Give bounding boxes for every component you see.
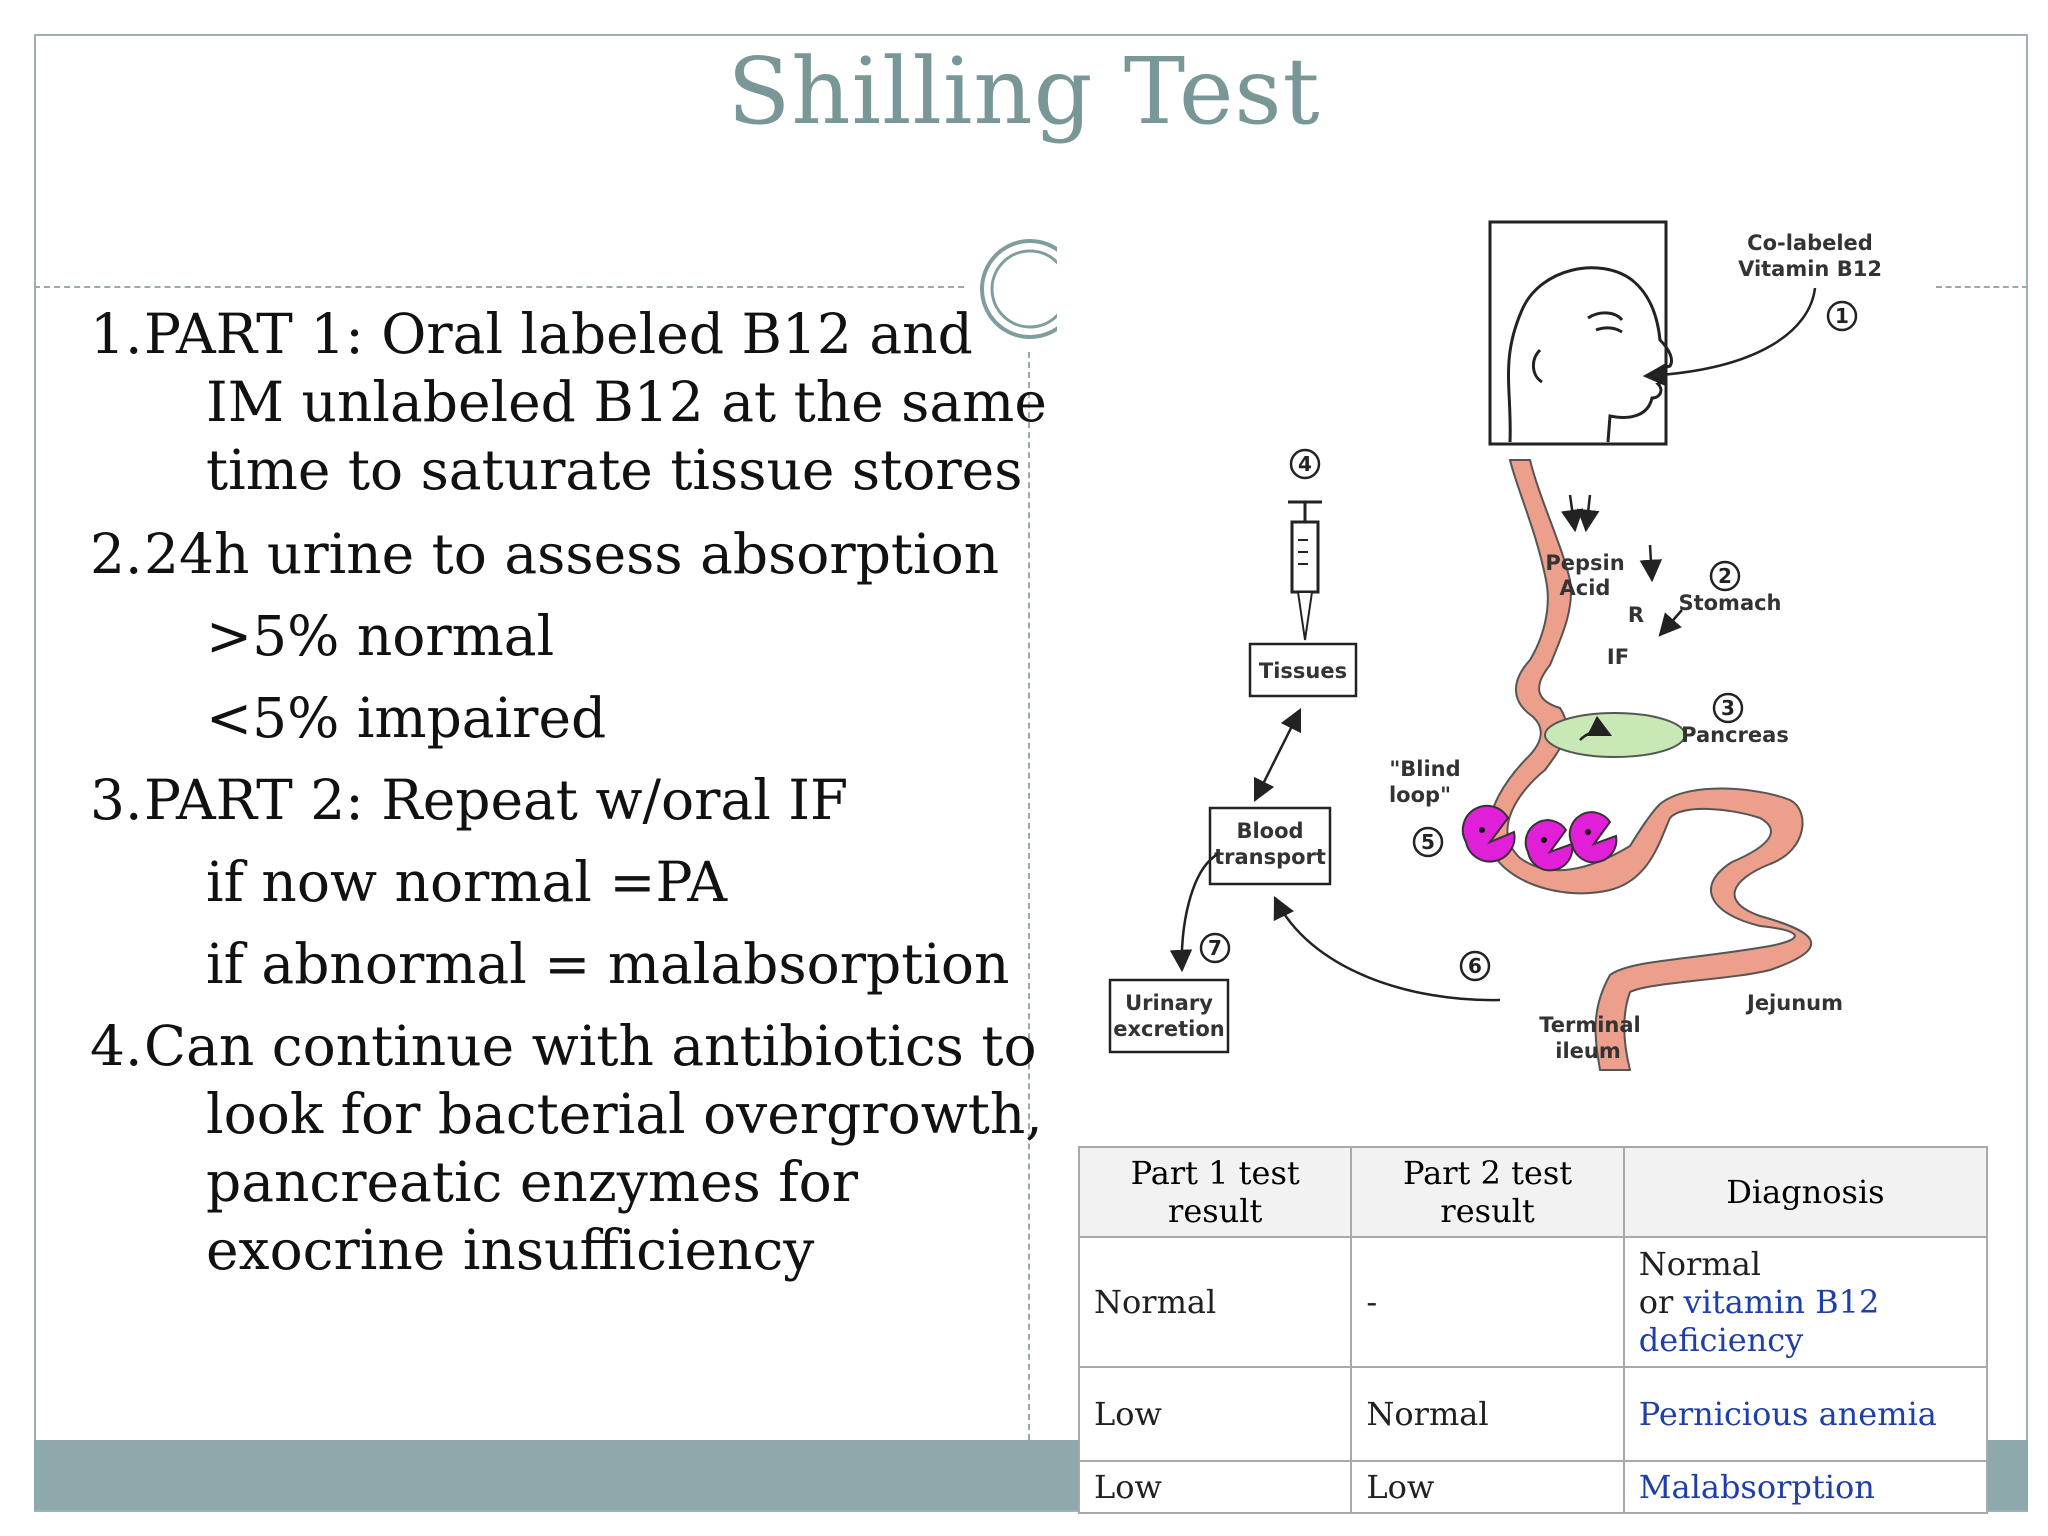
table-row: Low Normal Pernicious anemia	[1077, 1366, 1989, 1462]
bullet-text: look for bacterial overgrowth,	[206, 1082, 1043, 1146]
svg-text:Tissues: Tissues	[1259, 659, 1347, 683]
bullet-text: Can continue with antibiotics to	[144, 1014, 1037, 1078]
stomach-label: Stomach	[1678, 591, 1781, 615]
bullet-text: PART 1: Oral labeled B12 and	[144, 302, 973, 366]
bacteria-icon	[1461, 804, 1618, 872]
step-marker: 7	[1199, 932, 1231, 964]
diagnosis-or: or	[1638, 1283, 1684, 1321]
blind-loop-label: "Blind	[1389, 757, 1460, 781]
table-cell: Low	[1077, 1460, 1353, 1514]
table-cell: Low	[1077, 1366, 1353, 1462]
diagnosis-cell: Malabsorption	[1622, 1460, 1989, 1514]
sub-point: <5% impaired	[206, 686, 607, 750]
svg-text:6: 6	[1468, 954, 1482, 978]
diagnosis-text: Normal	[1638, 1245, 1761, 1283]
table-cell: Normal	[1350, 1366, 1625, 1462]
svg-text:5: 5	[1421, 830, 1435, 854]
bullet-text: 24h urine to assess absorption	[144, 522, 1000, 586]
terminal-ileum-label: Terminal	[1539, 1013, 1641, 1037]
diagnosis-cell: Pernicious anemia	[1622, 1366, 1989, 1462]
b12-absorption-diagram: Co-labeled Vitamin B12 1 Pepsin Acid R I…	[1108, 220, 1882, 1071]
svg-text:transport: transport	[1214, 845, 1326, 869]
syringe-icon: 4	[1288, 448, 1322, 641]
vitamin-b12-deficiency-link[interactable]: vitamin B12 deficiency	[1638, 1283, 1880, 1359]
table-row: Normal - Normal or vitamin B12 deficienc…	[1077, 1236, 1989, 1368]
head-icon	[1488, 220, 1674, 446]
vitamin-label: Co-labeled	[1747, 231, 1873, 255]
malabsorption-link[interactable]: Malabsorption	[1638, 1468, 1875, 1506]
svg-text:2: 2	[1718, 564, 1732, 588]
acid-label: Acid	[1560, 576, 1611, 600]
table-row: Low Low Malabsorption	[1077, 1460, 1989, 1514]
step-marker: 1	[1826, 300, 1858, 332]
diagnosis-cell: Normal or vitamin B12 deficiency	[1622, 1236, 1989, 1368]
urinary-excretion-box: Urinary excretion	[1108, 978, 1230, 1054]
svg-text:3: 3	[1721, 696, 1735, 720]
bullet-number: 4.	[90, 1014, 143, 1078]
sub-point: if abnormal = malabsorption	[206, 932, 1010, 996]
divider-line-left	[34, 286, 964, 288]
column-header: Part 1 test result	[1077, 1146, 1353, 1238]
column-header: Part 2 test result	[1350, 1146, 1625, 1238]
bullet-text: pancreatic enzymes for	[206, 1150, 859, 1214]
jejunum-label: Jejunum	[1745, 991, 1843, 1015]
bullet-text: PART 2: Repeat w/oral IF	[144, 768, 849, 832]
tissues-box: Tissues	[1248, 642, 1358, 698]
bullet-number: 1.	[90, 302, 143, 366]
r-label: R	[1628, 603, 1644, 627]
terminal-ileum-label: ileum	[1555, 1039, 1620, 1063]
sub-point: >5% normal	[206, 604, 555, 668]
bullet-text: exocrine insufficiency	[206, 1218, 815, 1282]
svg-text:Urinary: Urinary	[1125, 991, 1213, 1015]
if-label: IF	[1607, 645, 1629, 669]
bullet-number: 2.	[90, 522, 143, 586]
blind-loop-label: loop"	[1389, 783, 1451, 807]
svg-text:excretion: excretion	[1113, 1017, 1224, 1041]
slide-frame	[34, 34, 2028, 1512]
circle-ornament-icon	[980, 234, 1085, 344]
gi-tract	[1487, 459, 1812, 1071]
results-table: Part 1 test result Part 2 test result Di…	[1077, 1146, 1989, 1514]
column-divider	[1028, 352, 1030, 1440]
slide-title: Shilling Test	[727, 38, 1321, 145]
blood-transport-box: Blood transport	[1208, 806, 1332, 886]
step-marker: 6	[1459, 950, 1491, 982]
divider-line-right	[1936, 286, 2028, 288]
column-header: Diagnosis	[1622, 1146, 1989, 1238]
svg-text:7: 7	[1208, 936, 1222, 960]
table-header-row: Part 1 test result Part 2 test result Di…	[1077, 1146, 1989, 1238]
pernicious-anemia-link[interactable]: Pernicious anemia	[1638, 1395, 1937, 1433]
table-cell: Normal	[1077, 1236, 1353, 1368]
sub-point: if now normal =PA	[206, 850, 728, 914]
pepsin-label: Pepsin	[1545, 551, 1624, 575]
svg-text:1: 1	[1835, 304, 1849, 328]
step-marker: 2	[1709, 560, 1741, 592]
bullet-text: IM unlabeled B12 at the same	[206, 370, 1047, 434]
table-cell: -	[1350, 1236, 1625, 1368]
bullet-number: 3.	[90, 768, 143, 832]
svg-text:Blood: Blood	[1236, 819, 1303, 843]
bullet-text: time to saturate tissue stores	[206, 438, 1023, 502]
table-cell: Low	[1350, 1460, 1625, 1514]
pancreas-label: Pancreas	[1681, 723, 1789, 747]
step-marker: 3	[1712, 692, 1744, 724]
svg-text:4: 4	[1298, 452, 1312, 476]
step-marker: 5	[1412, 826, 1444, 858]
vitamin-label: Vitamin B12	[1738, 257, 1882, 281]
